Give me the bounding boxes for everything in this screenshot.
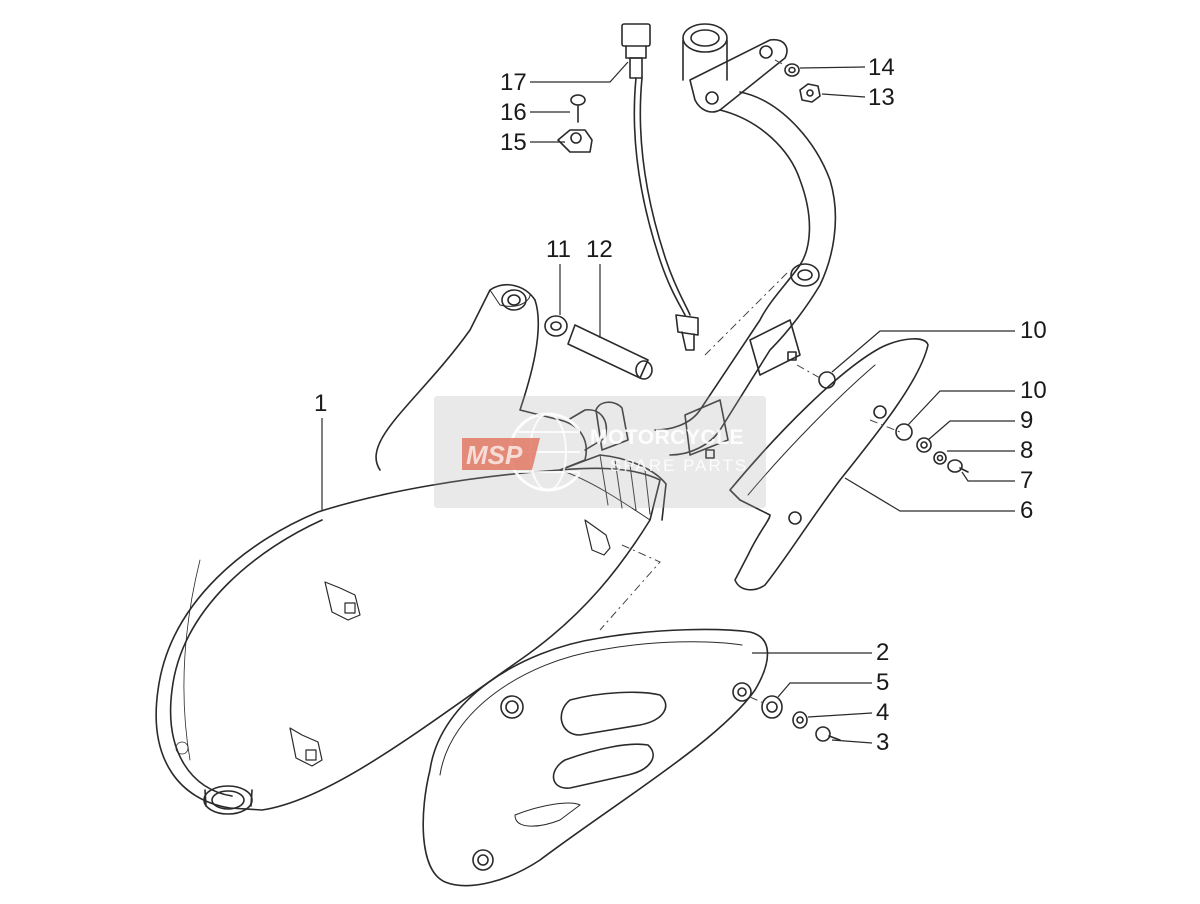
callout-10a: 10 xyxy=(1020,317,1047,344)
lambda-sensor xyxy=(621,23,699,351)
callout-17: 17 xyxy=(500,69,527,96)
grommet-5 xyxy=(761,695,783,719)
callout-11: 11 xyxy=(546,236,571,263)
callout-6: 6 xyxy=(1020,497,1034,524)
callout-2: 2 xyxy=(876,639,890,666)
callout-5: 5 xyxy=(876,669,890,696)
callout-4: 4 xyxy=(876,699,890,726)
callout-10b: 10 xyxy=(1020,377,1047,404)
washer-14 xyxy=(784,63,800,77)
watermark-line1: MOTORCYCLE xyxy=(590,426,744,449)
nut-13 xyxy=(799,83,821,103)
watermark: MSP MOTORCYCLE SPARE PARTS xyxy=(434,396,766,508)
exhaust-manifold-pipe xyxy=(595,23,837,459)
callout-9: 9 xyxy=(1020,407,1034,434)
globe-logo-icon xyxy=(462,412,580,492)
spacer-10a xyxy=(818,371,836,389)
callout-3: 3 xyxy=(876,729,890,756)
callout-15: 15 xyxy=(500,129,527,156)
muffler-heat-cover xyxy=(422,628,769,887)
bolt-7 xyxy=(947,459,969,473)
washer-8 xyxy=(933,451,947,465)
bolt-16 xyxy=(570,94,586,123)
watermark-logo-text: MSP xyxy=(466,440,523,470)
callout-14: 14 xyxy=(868,54,895,81)
callout-16: 16 xyxy=(500,99,527,126)
washer-11 xyxy=(544,315,568,337)
spacer-10b xyxy=(895,423,913,441)
leader-lines xyxy=(321,61,1015,744)
callout-12: 12 xyxy=(586,236,613,263)
muffler-body xyxy=(155,284,667,815)
callout-1: 1 xyxy=(314,390,328,417)
watermark-line2: SPARE PARTS xyxy=(610,456,749,475)
assembly-lines xyxy=(599,59,901,706)
callout-7: 7 xyxy=(1020,467,1034,494)
callout-8: 8 xyxy=(1020,437,1034,464)
exhaust-heat-guard xyxy=(729,338,929,591)
bolt-3 xyxy=(815,726,841,742)
callout-13: 13 xyxy=(868,84,895,111)
washer-9 xyxy=(916,437,932,453)
washer-4 xyxy=(792,711,808,729)
clamp-15 xyxy=(557,129,593,153)
pin-12 xyxy=(567,324,653,380)
